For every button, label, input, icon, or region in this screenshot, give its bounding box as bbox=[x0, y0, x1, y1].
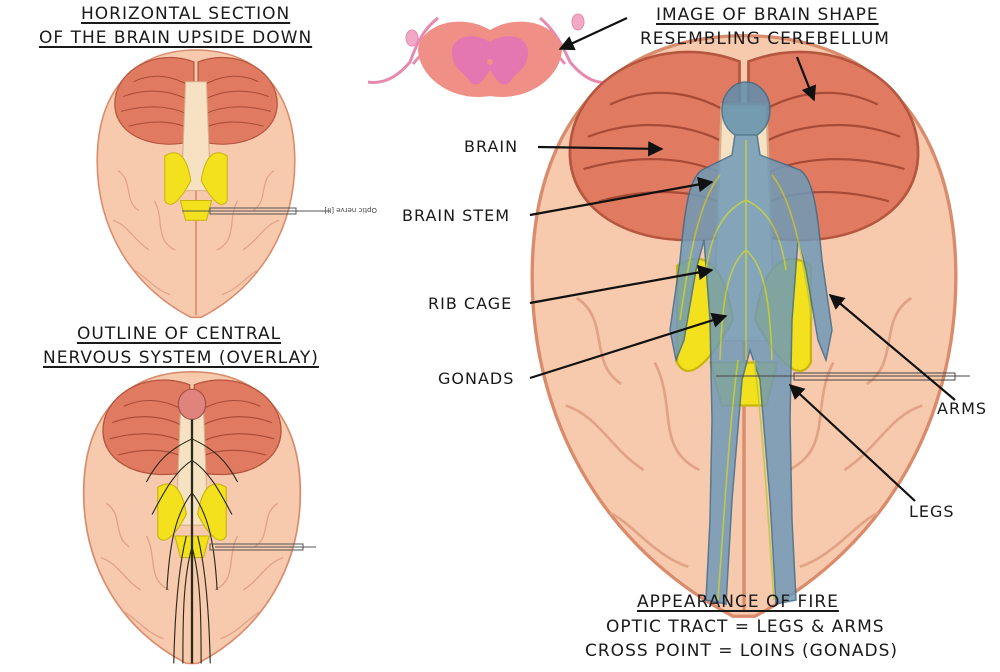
title-appearance-of-fire: APPEARANCE OF FIRE bbox=[637, 592, 839, 612]
caption-cross-point: CROSS POINT = LOINS (GONADS) bbox=[585, 641, 899, 661]
caption-optic-tract: OPTIC TRACT = LEGS & ARMS bbox=[606, 617, 885, 637]
title-cns-outline-1: OUTLINE OF CENTRAL bbox=[77, 324, 282, 344]
arrow-legs bbox=[788, 383, 916, 502]
label-brain-stem: BRAIN STEM bbox=[402, 206, 511, 225]
optic-nerve-callout: Optic nerve [II] bbox=[324, 206, 377, 214]
arrow-spinal-section bbox=[558, 17, 628, 51]
title-horizontal-section-1: HORIZONTAL SECTION bbox=[81, 4, 291, 24]
arrow-rib-cage bbox=[529, 264, 714, 305]
label-arms: ARMS bbox=[937, 399, 988, 418]
arrow-gonads bbox=[529, 312, 728, 380]
arrow-arms bbox=[828, 294, 956, 401]
label-brain: BRAIN bbox=[464, 137, 519, 156]
title-cns-outline-2: NERVOUS SYSTEM (OVERLAY) bbox=[43, 348, 319, 368]
spinal-cord-section bbox=[367, 13, 611, 97]
brain-cns-overlay bbox=[82, 370, 302, 665]
title-brain-shape-2: RESEMBLING CEREBELLUM bbox=[640, 29, 890, 49]
label-rib-cage: RIB CAGE bbox=[428, 294, 513, 313]
arrow-brain-stem bbox=[529, 176, 714, 217]
title-brain-shape-1: IMAGE OF BRAIN SHAPE bbox=[656, 5, 879, 25]
arrow-cerebellum bbox=[795, 56, 817, 102]
human-nervous-system-body bbox=[669, 81, 833, 605]
label-legs: LEGS bbox=[909, 502, 955, 521]
arrow-brain bbox=[537, 141, 664, 157]
label-gonads: GONADS bbox=[438, 369, 515, 388]
brain-horizontal-section bbox=[96, 49, 296, 319]
title-horizontal-section-2: OF THE BRAIN UPSIDE DOWN bbox=[39, 28, 313, 48]
